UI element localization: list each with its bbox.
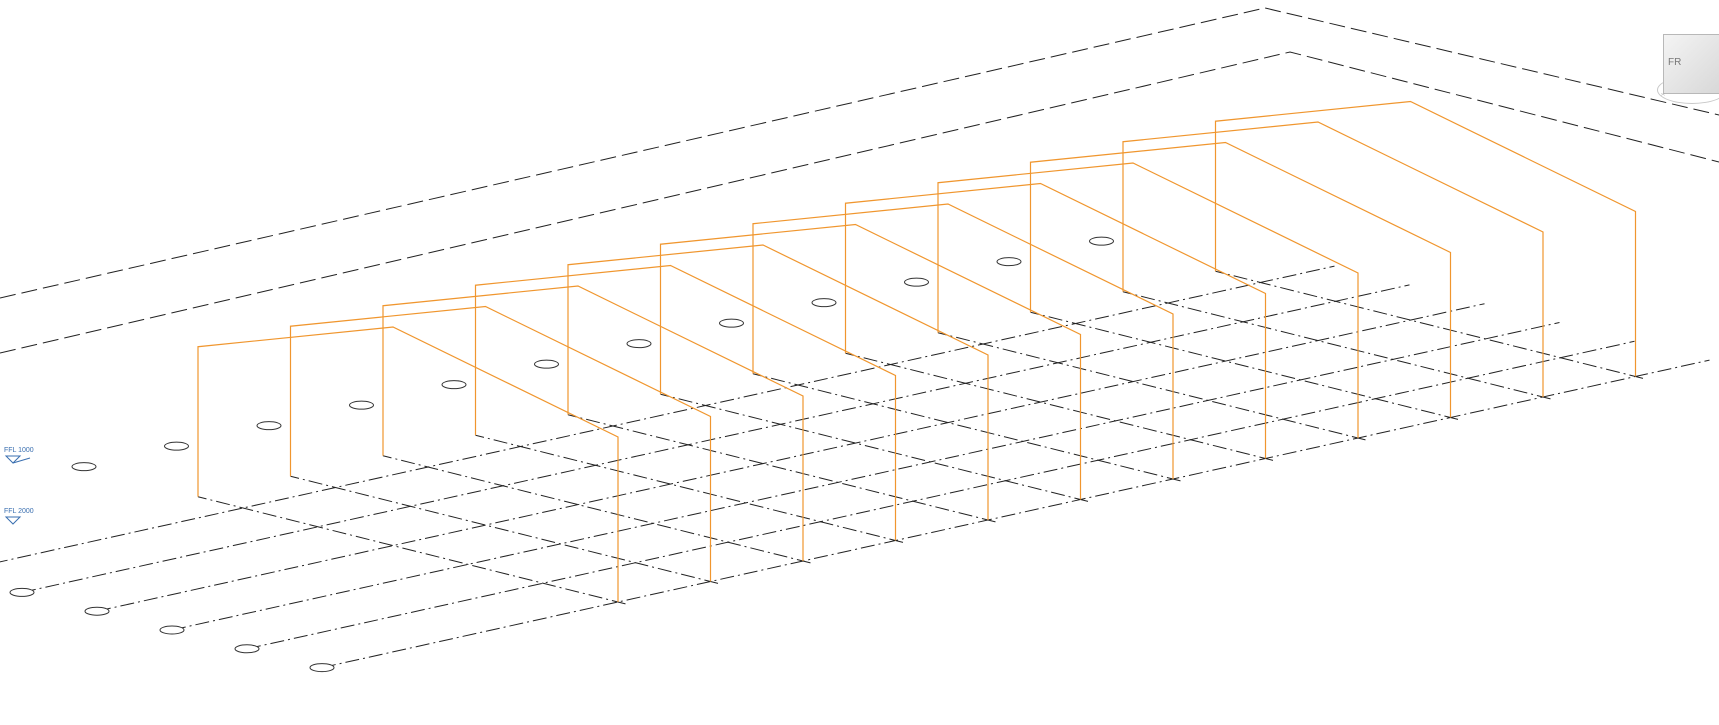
grid-line-cross (475, 434, 904, 543)
grid-bubble (811, 298, 837, 308)
level-label-1: FFL 1000 (4, 447, 34, 454)
grid-line-cross (937, 332, 1366, 441)
portal-frame[interactable] (1122, 121, 1544, 397)
portal-frames[interactable] (197, 100, 1637, 603)
portal-frame[interactable] (474, 264, 897, 541)
grid-line-long (21, 284, 1410, 593)
level-marker-1[interactable]: FFL 1000 (4, 447, 34, 464)
grid-line-cross (752, 373, 1181, 482)
grid-line-cross (290, 475, 719, 584)
grid-bubble (234, 644, 260, 654)
portal-frame[interactable] (937, 162, 1359, 438)
grid-bubble (626, 339, 652, 349)
grid-line-cross (382, 455, 811, 564)
grid-bubble (71, 462, 97, 472)
grid-bubble (256, 421, 282, 431)
grid-bubble (309, 663, 335, 673)
level-planes (0, 7, 1719, 354)
level-triangle-icon (4, 516, 22, 525)
grid-lines-longitudinal (0, 265, 1710, 669)
grid-bubble (1089, 236, 1114, 246)
grid-bubble (904, 277, 929, 287)
grid-line-cross (660, 393, 1089, 502)
portal-frame[interactable] (844, 182, 1267, 459)
grid-line-long (171, 322, 1560, 631)
level-plane-upper (0, 7, 1719, 299)
grid-line-cross (845, 352, 1274, 461)
grid-line-cross (1215, 270, 1644, 379)
grid-lines-transverse (197, 270, 1644, 605)
portal-frame[interactable] (567, 244, 989, 520)
portal-frame[interactable] (382, 285, 804, 561)
portal-frame[interactable] (289, 305, 712, 582)
grid-bubble (996, 257, 1022, 267)
grid-bubble (441, 380, 467, 390)
grid-bubble (719, 318, 744, 328)
grid-bubble (349, 400, 374, 410)
view-cube-face[interactable]: FR (1663, 34, 1719, 94)
grid-bubble (534, 359, 559, 369)
portal-frame[interactable] (197, 326, 619, 602)
grid-line-cross (197, 496, 626, 605)
view-cube[interactable]: FR ›‹ (1657, 28, 1719, 114)
portal-frame[interactable] (1214, 100, 1637, 377)
grid-bubble (164, 441, 189, 451)
grid-bubble (9, 587, 35, 597)
grid-line-long (246, 340, 1635, 650)
grid-line-long (96, 303, 1485, 612)
portal-frame[interactable] (752, 203, 1174, 479)
grid-bubbles (9, 236, 1114, 673)
level-label-2: FFL 2000 (4, 508, 34, 515)
grid-line-long (321, 359, 1710, 669)
grid-line-cross (1030, 311, 1459, 420)
portal-frame[interactable] (659, 223, 1082, 500)
portal-frame[interactable] (1029, 141, 1452, 418)
grid-bubble (84, 606, 110, 616)
grid-line-cross (567, 414, 996, 523)
grid-line-cross (1122, 291, 1551, 400)
compass-label: ›‹ (1661, 92, 1665, 98)
level-plane-lower (0, 51, 1719, 354)
grid-bubble (159, 625, 185, 635)
grid-line-long (0, 265, 1335, 563)
level-triangle-icon (4, 455, 22, 464)
level-marker-2[interactable]: FFL 2000 (4, 508, 34, 525)
